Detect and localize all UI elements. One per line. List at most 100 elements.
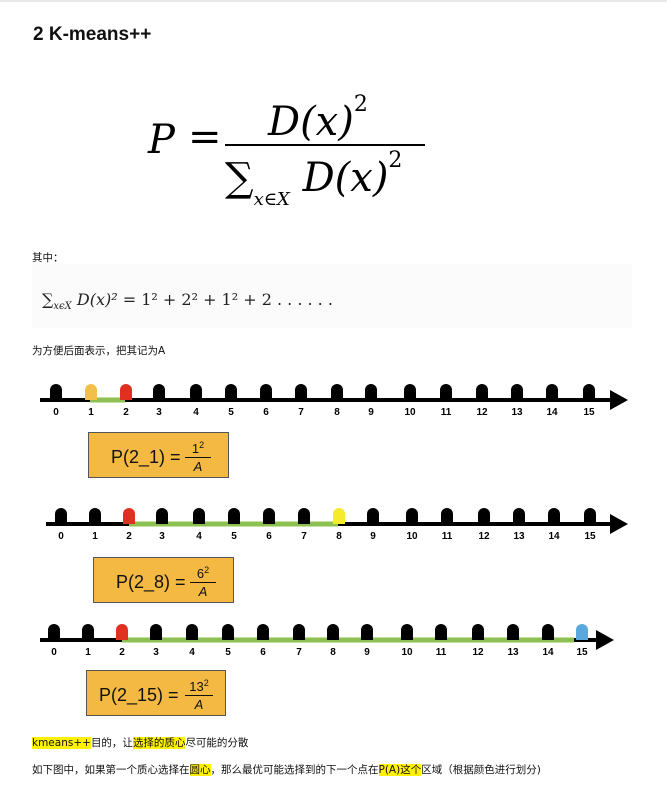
number-line-point <box>327 624 339 640</box>
tick-label: 12 <box>478 531 490 542</box>
tick-label: 10 <box>404 407 416 418</box>
tick-label: 4 <box>193 407 199 418</box>
number-line-point <box>548 508 560 524</box>
number-line-point <box>260 384 272 400</box>
tick-label: 12 <box>472 647 484 658</box>
fraction-bar <box>225 144 425 146</box>
number-line-point <box>295 384 307 400</box>
box-3-label: P(2_15) = <box>99 685 179 705</box>
tick-label: 15 <box>584 531 596 542</box>
number-line-point <box>85 384 97 400</box>
note-text: 为方便后面表示，把其记为A <box>32 345 166 357</box>
number-line-point <box>361 624 373 640</box>
tick-label: 5 <box>231 531 237 542</box>
number-line-point <box>228 508 240 524</box>
tick-label: 14 <box>546 407 558 418</box>
number-line-point <box>542 624 554 640</box>
number-line-point <box>367 508 379 524</box>
number-line-point <box>331 384 343 400</box>
tick-label: 3 <box>153 647 159 658</box>
tick-label: 2 <box>123 407 129 418</box>
tick-label: 1 <box>92 531 98 542</box>
number-line-point <box>153 384 165 400</box>
number-line-point <box>406 508 418 524</box>
tick-label: 6 <box>260 647 266 658</box>
tick-label: 7 <box>298 407 304 418</box>
tick-label: 1 <box>85 647 91 658</box>
tick-label: 5 <box>225 647 231 658</box>
tick-label: 11 <box>436 647 447 658</box>
expansion-formula: ∑xϵX D(x)² = 1² + 2² + 1² + 2 . . . . . … <box>42 290 333 312</box>
number-line-point <box>583 384 595 400</box>
tick-label: 6 <box>266 531 272 542</box>
number-line-point <box>507 624 519 640</box>
tick-label: 13 <box>507 647 519 658</box>
tick-label: 2 <box>126 531 132 542</box>
tick-label: 15 <box>583 407 595 418</box>
tick-label: 9 <box>364 647 370 658</box>
tick-label: 4 <box>196 531 202 542</box>
tick-label: 14 <box>548 531 560 542</box>
tick-label: 10 <box>406 531 418 542</box>
tick-label: 13 <box>513 531 525 542</box>
tick-label: 3 <box>156 407 162 418</box>
number-line-point <box>186 624 198 640</box>
tick-label: 12 <box>476 407 488 418</box>
number-line-point <box>123 508 135 524</box>
number-line-point <box>120 384 132 400</box>
number-line-point <box>511 384 523 400</box>
number-line-point <box>193 508 205 524</box>
number-line-point <box>190 384 202 400</box>
tick-label: 14 <box>542 647 554 658</box>
number-line-point <box>48 624 60 640</box>
number-line-point <box>82 624 94 640</box>
tick-label: 9 <box>370 531 376 542</box>
formula-lhs: P <box>148 117 175 163</box>
tick-label: 7 <box>296 647 302 658</box>
tick-label: 0 <box>58 531 64 542</box>
top-divider <box>0 0 667 2</box>
number-line-point <box>263 508 275 524</box>
number-line-point <box>476 384 488 400</box>
number-line-point <box>584 508 596 524</box>
number-line-point <box>401 624 413 640</box>
tick-label: 11 <box>442 531 453 542</box>
number-line-point <box>513 508 525 524</box>
expansion-background <box>32 264 632 328</box>
box-1-label: P(2_1) = <box>111 447 181 467</box>
number-line-point <box>257 624 269 640</box>
tick-label: 2 <box>119 647 125 658</box>
number-line-point <box>50 384 62 400</box>
number-line-point <box>546 384 558 400</box>
number-line-point <box>156 508 168 524</box>
tick-label: 15 <box>576 647 588 658</box>
goal-line: kmeans++目的，让选择的质心尽可能的分散 <box>32 737 249 749</box>
tick-label: 13 <box>511 407 523 418</box>
tick-label: 0 <box>53 407 59 418</box>
number-line-point <box>441 508 453 524</box>
tick-label: 11 <box>441 407 452 418</box>
number-line-point <box>225 384 237 400</box>
number-line-point <box>478 508 490 524</box>
number-line-point <box>116 624 128 640</box>
formula-denominator: ∑x∈X D(x)2 <box>225 148 403 210</box>
qizhong-label: 其中： <box>32 252 64 264</box>
number-line-point <box>404 384 416 400</box>
number-line-point <box>576 624 588 640</box>
tick-label: 0 <box>51 647 57 658</box>
section-heading: 2 K-means++ <box>33 24 152 45</box>
tick-label: 8 <box>330 647 336 658</box>
number-line-point <box>472 624 484 640</box>
tick-label: 9 <box>368 407 374 418</box>
